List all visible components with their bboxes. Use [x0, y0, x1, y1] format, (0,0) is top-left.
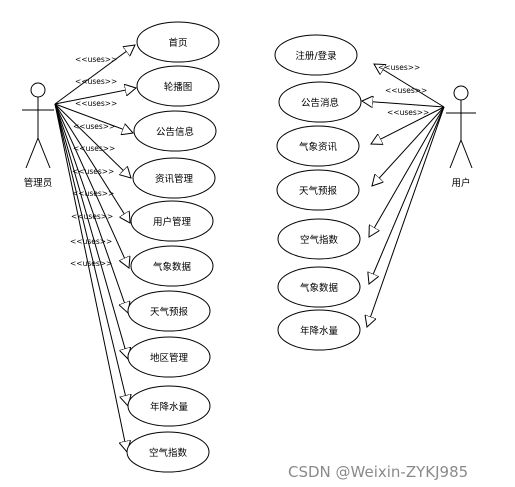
admin-line-9 [54, 103, 127, 452]
admin-uses-label-9: <<uses>> [70, 259, 112, 268]
use-case-ellipse: 公告消息 [278, 81, 362, 123]
admin-uses-label-3: <<uses>> [73, 122, 115, 131]
use-case-label: 空气指数 [149, 447, 188, 459]
admin-associations [54, 45, 136, 452]
use-case-label: 天气预报 [299, 185, 338, 197]
user-actor-label: 用户 [451, 177, 470, 189]
use-case-ellipse: 轮播图 [136, 65, 220, 107]
user-use-case-list: 注册/登录 公告消息 气象资讯 天气预报 空气指数 气象数据 年降水量 [274, 34, 362, 351]
use-case-label: 气象数据 [300, 282, 339, 294]
admin-uses-label-1: <<uses>> [75, 77, 117, 86]
admin-uses-label-4: <<uses>> [73, 144, 115, 153]
user-line-3 [372, 106, 445, 186]
csdn-watermark: CSDN @Weixin-ZYKJ985 [288, 463, 468, 481]
admin-uses-label-5: <<uses>> [72, 167, 114, 176]
user-associations [362, 64, 445, 327]
admin-uses-label-0: <<uses>> [75, 55, 117, 64]
admin-use-case-list: 首页 轮播图 公告信息 资讯管理 用户管理 气象数据 天气预报 地区管理 [126, 21, 220, 473]
admin-uses-label-2: <<uses>> [75, 99, 117, 108]
use-case-label: 首页 [168, 37, 187, 49]
use-case-label: 天气预报 [150, 306, 189, 318]
user-line-0 [374, 64, 445, 108]
use-case-ellipse: 天气预报 [276, 169, 360, 211]
use-case-ellipse: 空气指数 [126, 431, 210, 473]
admin-uses-label-6: <<uses>> [72, 189, 114, 198]
use-case-ellipse: 首页 [136, 21, 220, 63]
admin-uses-label-7: <<uses>> [71, 212, 113, 221]
user-uses-labels: <<uses>> <<uses>> <<uses>> [378, 63, 429, 117]
user-uses-label-1: <<uses>> [385, 86, 427, 95]
use-case-ellipse: 资讯管理 [132, 157, 216, 199]
admin-line-7 [54, 103, 128, 359]
use-case-ellipse: 气象资讯 [276, 125, 360, 167]
user-line-5 [369, 106, 445, 284]
use-case-label: 地区管理 [150, 352, 189, 364]
use-case-label: 注册/登录 [295, 50, 337, 62]
use-case-label: 公告消息 [301, 97, 339, 109]
admin-line-5 [54, 103, 129, 268]
use-case-ellipse: 注册/登录 [274, 34, 358, 76]
use-case-ellipse: 公告信息 [133, 110, 217, 152]
use-case-ellipse: 空气指数 [277, 218, 361, 260]
admin-line-8 [54, 103, 128, 406]
user-uses-label-0: <<uses>> [378, 63, 420, 72]
user-actor: 用户 [446, 85, 476, 189]
use-case-ellipse: 天气预报 [127, 290, 211, 332]
admin-line-0 [54, 45, 135, 105]
use-case-label: 气象资讯 [299, 141, 338, 153]
user-line-4 [369, 106, 445, 237]
user-line-1 [362, 101, 445, 107]
admin-uses-label-8: <<uses>> [70, 237, 112, 246]
use-case-label: 公告信息 [156, 126, 194, 138]
user-stick-figure [446, 85, 476, 169]
use-case-label: 用户管理 [153, 216, 192, 228]
use-case-label: 年降水量 [300, 325, 339, 337]
use-case-ellipse: 气象数据 [277, 266, 361, 308]
use-case-ellipse: 年降水量 [127, 385, 211, 427]
user-uses-label-2: <<uses>> [387, 108, 429, 117]
use-case-ellipse: 地区管理 [127, 336, 211, 378]
use-case-ellipse: 气象数据 [130, 245, 214, 287]
use-case-label: 空气指数 [300, 234, 339, 246]
admin-line-1 [54, 88, 136, 105]
use-case-ellipse: 用户管理 [130, 200, 214, 242]
admin-actor: 管理员 [22, 82, 54, 189]
use-case-label: 轮播图 [164, 81, 193, 93]
admin-line-4 [54, 103, 130, 223]
user-line-2 [371, 106, 445, 144]
admin-line-2 [54, 103, 133, 133]
admin-line-6 [54, 103, 128, 313]
admin-uses-labels: <<uses>> <<uses>> <<uses>> <<uses>> <<us… [70, 55, 117, 268]
admin-stick-figure [22, 82, 54, 169]
use-case-label: 气象数据 [153, 261, 192, 273]
admin-line-3 [54, 103, 131, 178]
admin-actor-label: 管理员 [24, 177, 53, 189]
use-case-label: 资讯管理 [155, 173, 194, 185]
user-line-6 [367, 106, 445, 327]
use-case-ellipse: 年降水量 [277, 309, 361, 351]
use-case-label: 年降水量 [150, 401, 189, 413]
